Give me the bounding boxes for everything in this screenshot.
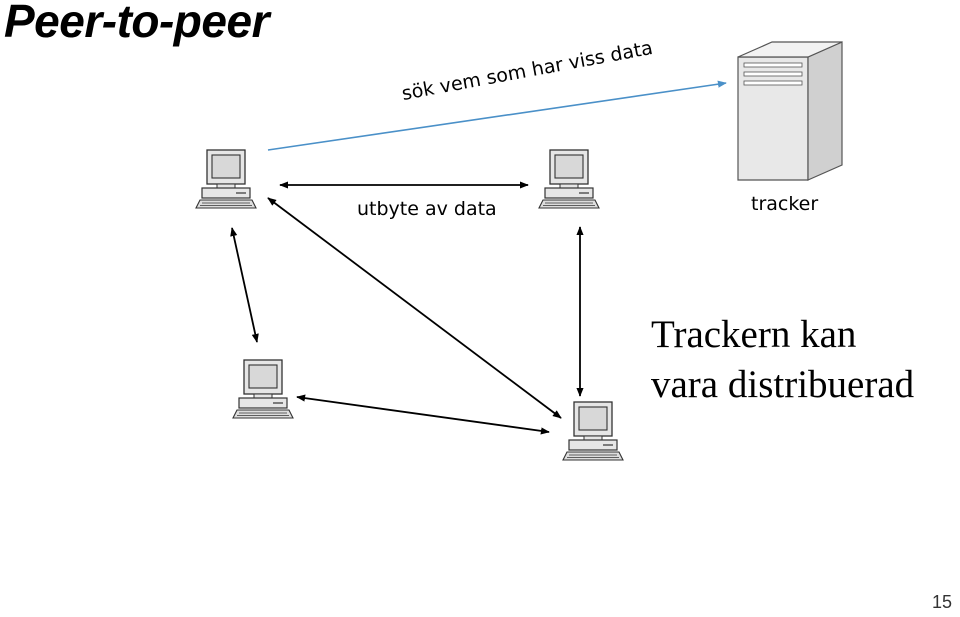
computer-icon [538,149,600,209]
tracker-label: tracker [751,193,819,215]
note-line-2: vara distribuerad [651,363,915,406]
server-icon [737,41,843,181]
slide-title: Peer-to-peer [4,0,269,47]
note-line-1: Trackern kan [651,313,857,356]
peer-4 [561,400,625,469]
peer-1 [194,148,258,217]
arrow-peer3-peer4 [296,394,550,435]
computer-icon [232,359,294,419]
computer-icon [195,149,257,209]
computer-icon [562,401,624,461]
peer-2 [537,148,601,217]
arrow-peer1-peer4 [267,197,562,419]
peer-3 [231,358,295,427]
arrow-peer1-peer3 [230,227,259,343]
page-number: 15 [931,592,952,612]
search-arrow [267,80,727,151]
distributed-tracker-note: Trackern kan vara distribuerad [651,310,914,410]
exchange-label: utbyte av data [357,198,497,220]
